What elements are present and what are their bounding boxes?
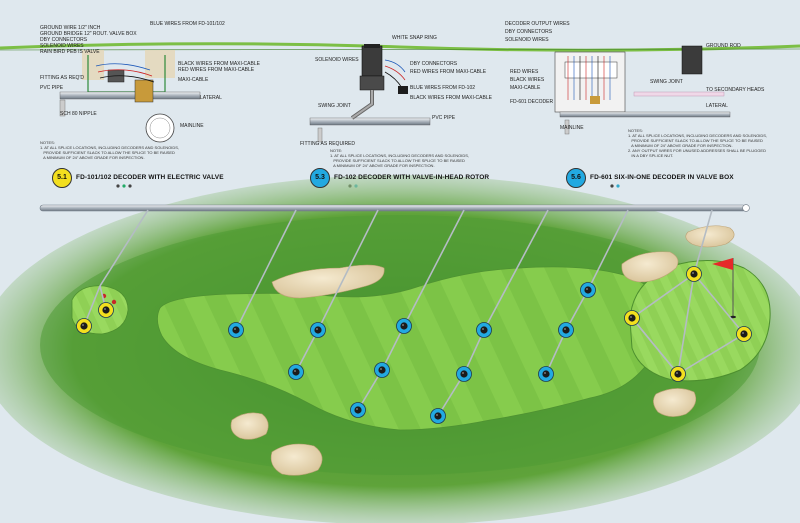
label: SOLENOID WIRES — [40, 43, 84, 49]
decoder-marker — [374, 362, 390, 378]
label: MAXI-CABLE — [510, 85, 541, 91]
label: MAXI-CABLE — [178, 77, 209, 83]
label: RED WIRES — [510, 69, 539, 75]
flag-icon — [712, 258, 736, 319]
decoder-marker — [456, 366, 472, 382]
detail-title: FD-101/102 DECODER WITH ELECTRIC VALVE — [76, 174, 224, 181]
label: SOLENOID WIRES — [505, 37, 549, 43]
notes: NOTES: 1. AT ALL SPLICE LOCATIONS, INCLU… — [40, 140, 180, 160]
decoder-marker — [736, 326, 752, 342]
label: GROUND ROD — [706, 43, 741, 49]
notes: NOTES: 1. AT ALL SPLICE LOCATIONS, INCLU… — [628, 128, 768, 158]
bunker — [685, 225, 735, 248]
decoders — [76, 266, 752, 424]
grade-line — [0, 42, 800, 52]
label: MAINLINE — [180, 123, 204, 129]
detail-drawings — [0, 42, 800, 188]
detail-badge: 5.6 — [566, 168, 586, 188]
label: RAIN BIRD PEB IS VALVE — [40, 49, 100, 55]
label: BLUE WIRES FROM FD-101/102 — [150, 21, 225, 27]
label: BLACK WIRES — [510, 77, 545, 83]
detail-badge: 5.3 — [310, 168, 330, 188]
label: DBY CONNECTORS — [505, 29, 553, 35]
detail-badge: 5.1 — [52, 168, 72, 188]
label: MAINLINE — [560, 125, 584, 131]
label: DECODER OUTPUT WIRES — [505, 21, 570, 27]
bunker — [230, 412, 269, 440]
label: RED WIRES FROM MAXI-CABLE — [178, 67, 255, 73]
detail-5-6-drawing — [554, 45, 731, 135]
decoder-marker — [76, 318, 92, 334]
label: FITTING AS REQ'D — [40, 75, 85, 81]
label: FITTING AS REQUIRED — [300, 141, 356, 147]
decoder-marker — [288, 364, 304, 380]
label: SOLENOID WIRES — [315, 57, 359, 63]
decoder-marker — [538, 366, 554, 382]
decoder-marker — [350, 402, 366, 418]
detail-5-1-drawing — [59, 50, 201, 143]
label: FD-601 DECODER — [510, 99, 554, 105]
label: BLACK WIRES FROM MAXI-CABLE — [178, 61, 260, 67]
label: WHITE SNAP RING — [392, 35, 437, 41]
label: LATERAL — [200, 95, 222, 101]
label: TO SECONDARY HEADS — [706, 87, 765, 93]
detail-5-3-drawing — [309, 44, 431, 143]
label: BLUE WIRES FROM FD-102 — [410, 85, 476, 91]
label: SWING JOINT — [650, 79, 683, 85]
label: PVC PIPE — [40, 85, 64, 91]
label: GROUND BRIDGE 12" ROUT. VALVE BOX — [40, 31, 137, 37]
label: SWING JOINT — [318, 103, 351, 109]
label: GROUND WIRE 1/2" INCH — [40, 25, 101, 31]
decoder-marker — [580, 282, 596, 298]
label: DBY CONNECTORS — [40, 37, 88, 43]
main-cable — [39, 204, 747, 212]
bunker — [653, 388, 697, 417]
decoder-marker — [430, 408, 446, 424]
bunker — [621, 251, 679, 283]
label: BLACK WIRES FROM MAXI-CABLE — [410, 95, 492, 101]
label: SCH 80 NIPPLE — [60, 111, 97, 117]
decoder-marker — [686, 266, 702, 282]
decoder-marker — [98, 302, 114, 318]
detail-title: FD-102 DECODER WITH VALVE-IN-HEAD ROTOR — [334, 174, 490, 181]
label: LATERAL — [706, 103, 728, 109]
decoder-marker — [670, 366, 686, 382]
detail-title: FD-601 SIX-IN-ONE DECODER IN VALVE BOX — [590, 174, 734, 181]
label: PVC PIPE — [432, 115, 456, 121]
bunker — [271, 264, 385, 299]
golf-hole — [0, 175, 800, 523]
decoder-marker — [310, 322, 326, 338]
decoder-marker — [624, 310, 640, 326]
notes: NOTE: 1. AT ALL SPLICE LOCATIONS, INCLUD… — [330, 148, 470, 168]
label: DBY CONNECTORS — [410, 61, 458, 67]
label: RED WIRES FROM MAXI-CABLE — [410, 69, 487, 75]
bunker — [270, 443, 323, 476]
decoder-marker — [396, 318, 412, 334]
decoder-marker — [476, 322, 492, 338]
decoder-marker — [558, 322, 574, 338]
decoder-marker — [228, 322, 244, 338]
tee-marker — [111, 299, 117, 305]
